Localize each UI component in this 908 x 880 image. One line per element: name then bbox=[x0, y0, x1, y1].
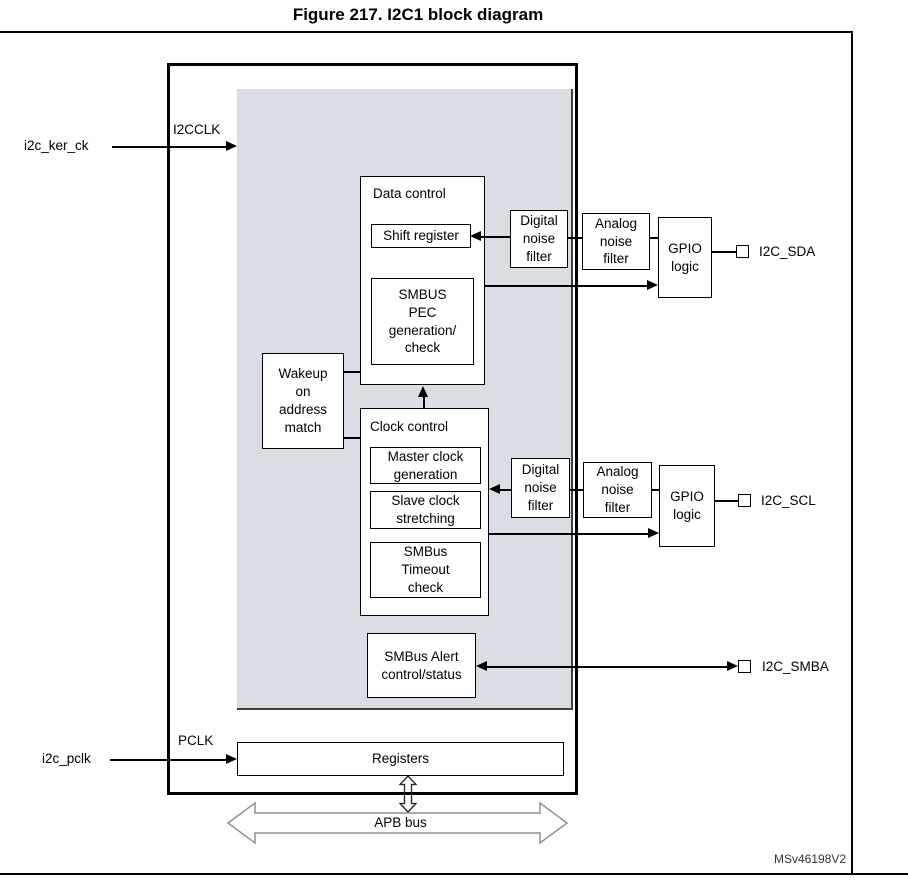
wire-wakeup-to-clock-control bbox=[344, 437, 360, 439]
arrowhead-into-clock-control bbox=[489, 484, 500, 494]
block-data-control-title: Data control bbox=[373, 186, 446, 201]
block-data-control: Data control Shift register SMBUS PEC ge… bbox=[360, 176, 485, 385]
block-clock-control: Clock control Master clock generation Sl… bbox=[360, 408, 489, 616]
wire-analog-to-gpio-sda bbox=[650, 237, 658, 239]
pad-i2c-sda bbox=[736, 245, 749, 258]
wire-gpio-to-pad-scl bbox=[715, 500, 738, 502]
pad-i2c-smba bbox=[738, 660, 751, 673]
block-digital-noise-filter-sda: Digital noise filter bbox=[510, 210, 568, 268]
block-analog-noise-filter-sda: Analog noise filter bbox=[582, 213, 650, 270]
apb-bus-label: APB bus bbox=[374, 815, 427, 830]
peripheral-border-over-arrow bbox=[399, 792, 417, 795]
arrowhead-into-smbus-alert bbox=[476, 661, 487, 671]
apb-bus-arrow bbox=[226, 801, 569, 845]
wire-i2c-pclk bbox=[110, 759, 227, 761]
arrowhead-into-smbus-pec bbox=[418, 386, 428, 397]
block-gpio-logic-sda: GPIO logic bbox=[658, 217, 712, 298]
wire-clock-control-to-gpio-scl bbox=[489, 533, 648, 535]
pin-label-i2c-smba: I2C_SMBA bbox=[762, 659, 829, 674]
arrowhead-into-gpio-sda bbox=[647, 280, 658, 290]
wire-analog-to-digital-sda bbox=[568, 237, 582, 239]
block-smbus-pec: SMBUS PEC generation/ check bbox=[371, 278, 474, 365]
wire-wakeup-to-data-control bbox=[344, 371, 360, 373]
input-label-i2c-pclk: i2c_pclk bbox=[42, 751, 91, 766]
figure-title: Figure 217. I2C1 block diagram bbox=[292, 5, 544, 24]
pin-label-i2c-scl: I2C_SCL bbox=[761, 493, 816, 508]
wire-digital-to-shift-register bbox=[481, 236, 511, 238]
pin-label-i2c-sda: I2C_SDA bbox=[759, 244, 816, 259]
block-digital-noise-filter-scl: Digital noise filter bbox=[511, 458, 570, 518]
frame-bottom-rule bbox=[0, 873, 908, 875]
block-analog-noise-filter-scl: Analog noise filter bbox=[583, 462, 652, 518]
block-shift-register: Shift register bbox=[371, 224, 471, 248]
block-clock-control-title: Clock control bbox=[370, 419, 449, 434]
frame-right-border bbox=[851, 31, 853, 875]
block-wakeup-on-address-match: Wakeup on address match bbox=[262, 353, 344, 449]
arrowhead-into-pad-smba bbox=[727, 661, 738, 671]
wire-analog-to-digital-scl bbox=[570, 489, 583, 491]
wire-gpio-to-pad-sda bbox=[712, 251, 736, 253]
input-label-i2c-ker-ck: i2c_ker_ck bbox=[24, 138, 89, 153]
pad-i2c-scl bbox=[738, 494, 751, 507]
wire-digital-to-clock-control bbox=[499, 489, 511, 491]
arrowhead-i2c-ker-ck bbox=[226, 141, 237, 151]
wire-i2c-ker-ck bbox=[112, 146, 227, 148]
block-gpio-logic-scl: GPIO logic bbox=[659, 465, 715, 547]
arrowhead-into-shift-register bbox=[470, 231, 481, 241]
label-pclk: PCLK bbox=[178, 733, 214, 748]
arrowhead-i2c-pclk bbox=[226, 754, 237, 764]
wire-smbus-alert-to-pad bbox=[487, 666, 727, 668]
figure-watermark: MSv46198V2 bbox=[773, 852, 846, 866]
block-registers: Registers bbox=[237, 742, 564, 776]
arrowhead-into-gpio-scl bbox=[648, 528, 659, 538]
wire-data-control-to-gpio-sda bbox=[485, 285, 648, 287]
block-smbus-alert: SMBus Alert control/status bbox=[367, 633, 476, 698]
block-smbus-timeout-check: SMBus Timeout check bbox=[370, 542, 481, 598]
wire-clock-control-to-pec bbox=[423, 395, 425, 408]
frame-top-rule bbox=[0, 31, 853, 33]
block-master-clock-generation: Master clock generation bbox=[370, 447, 481, 484]
block-slave-clock-stretching: Slave clock stretching bbox=[370, 491, 481, 529]
wire-analog-to-gpio-scl bbox=[652, 489, 659, 491]
label-i2cclk: I2CCLK bbox=[173, 122, 221, 137]
